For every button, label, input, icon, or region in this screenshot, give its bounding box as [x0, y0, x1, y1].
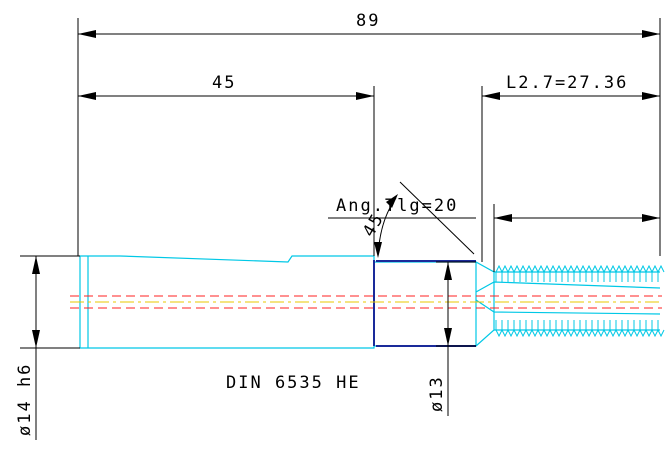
shank-diameter-label: ø14 h6: [15, 363, 35, 436]
thread-tooth: [579, 264, 587, 338]
dimension-overall-length: 89: [77, 11, 661, 256]
dimension-taper-angle: Ang.Tlg=20: [328, 196, 660, 272]
tip-taper-bottom: [475, 299, 661, 315]
thread-tooth: [561, 264, 569, 338]
thread-tooth: [609, 264, 617, 338]
thread-tooth: [519, 264, 527, 338]
thread-tooth: [537, 264, 545, 338]
centerlines: [70, 295, 662, 309]
tip-length-label: L2.7=27.36: [506, 73, 628, 93]
thread-tooth: [531, 264, 539, 338]
dimension-chamfer: 45: [359, 181, 475, 258]
neck-diameter-label: ø13: [427, 375, 447, 412]
thread-tooth: [573, 264, 581, 338]
thread-tooth: [651, 264, 659, 338]
thread-tooth: [657, 264, 665, 338]
thread-tooth: [627, 264, 635, 338]
shank-outline: [79, 255, 375, 349]
thread-tooth: [495, 264, 503, 338]
thread-tooth: [633, 264, 641, 338]
thread-tooth: [639, 264, 647, 338]
thread-tooth: [615, 264, 623, 338]
thread-tooth: [603, 264, 611, 338]
thread-tooth: [555, 264, 563, 338]
thread-tooth: [507, 264, 515, 338]
tip-taper-top: [475, 281, 661, 293]
thread-tooth: [585, 264, 593, 338]
thread-tooth: [621, 264, 629, 338]
tool-outline: [79, 255, 665, 349]
thread-outline: [494, 271, 660, 331]
standard-label: DIN 6535 HE: [226, 373, 361, 393]
taper-angle-label: Ang.Tlg=20: [336, 196, 458, 216]
feature-edges: [373, 260, 476, 347]
dimension-tip-length: L2.7=27.36: [481, 73, 660, 262]
dimension-neck-diameter: ø13: [427, 261, 476, 416]
shank-length-label: 45: [212, 73, 236, 93]
dimension-shank-diameter: ø14 h6: [15, 255, 80, 440]
thread-tooth: [543, 264, 551, 338]
thread-tooth: [501, 264, 509, 338]
thread-tooth: [567, 264, 575, 338]
thread-teeth: [495, 264, 665, 338]
dimension-shank-length: 45: [78, 73, 375, 256]
thread-tooth: [525, 264, 533, 338]
thread-tooth: [513, 264, 521, 338]
overall-length-label: 89: [356, 11, 380, 31]
thread-tooth: [645, 264, 653, 338]
thread-tooth: [549, 264, 557, 338]
thread-tooth: [597, 264, 605, 338]
thread-tooth: [591, 264, 599, 338]
